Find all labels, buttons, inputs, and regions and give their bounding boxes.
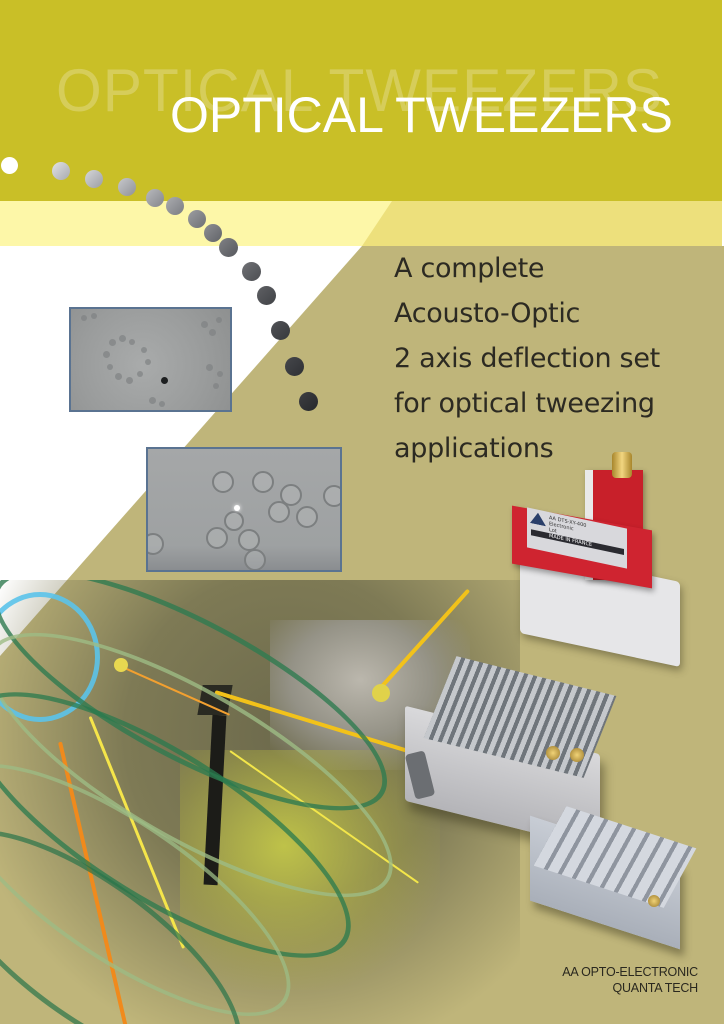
company-line-1: AA OPTO-ELECTRONIC: [562, 965, 698, 979]
description-line: 2 axis deflection set: [394, 343, 660, 374]
aa-logo-icon: [530, 511, 546, 526]
description-line: for optical tweezing: [394, 388, 655, 419]
dot-icon: [52, 162, 70, 180]
dot-icon: [242, 262, 261, 281]
dot-icon: [166, 197, 184, 215]
bnc-connector-icon: [570, 748, 584, 762]
sma-connector-icon: [648, 895, 660, 907]
description-line: Acousto-Optic: [394, 298, 581, 329]
dot-icon: [219, 238, 238, 257]
micrograph-cells-cluster: [69, 307, 232, 412]
description-line: applications: [394, 433, 554, 464]
dot-icon: [285, 357, 304, 376]
dot-icon: [299, 392, 318, 411]
micrograph-trapped-cells: [146, 447, 342, 572]
sma-connector-icon: [612, 452, 632, 478]
ghost-title: OPTICAL TWEEZERS: [56, 57, 664, 124]
company-name: AA OPTO-ELECTRONIC QUANTA TECH: [562, 964, 698, 996]
optical-table-glow: [180, 750, 440, 990]
pale-band-right: [362, 201, 722, 246]
bnc-connector-icon: [546, 746, 560, 760]
dot-icon: [204, 224, 222, 242]
dot-icon: [188, 210, 206, 228]
company-line-2: QUANTA TECH: [612, 981, 698, 995]
product-description: A complete Acousto-Optic 2 axis deflecti…: [394, 246, 660, 471]
header-band: OPTICAL TWEEZERS OPTICAL TWEEZERS: [0, 0, 722, 201]
dot-icon: [1, 157, 18, 174]
dot-icon: [257, 286, 276, 305]
description-line: A complete: [394, 253, 545, 284]
page-title: OPTICAL TWEEZERS: [170, 87, 673, 143]
dot-icon: [146, 189, 164, 207]
dot-icon: [271, 321, 290, 340]
dot-icon: [118, 178, 136, 196]
dot-icon: [85, 170, 103, 188]
